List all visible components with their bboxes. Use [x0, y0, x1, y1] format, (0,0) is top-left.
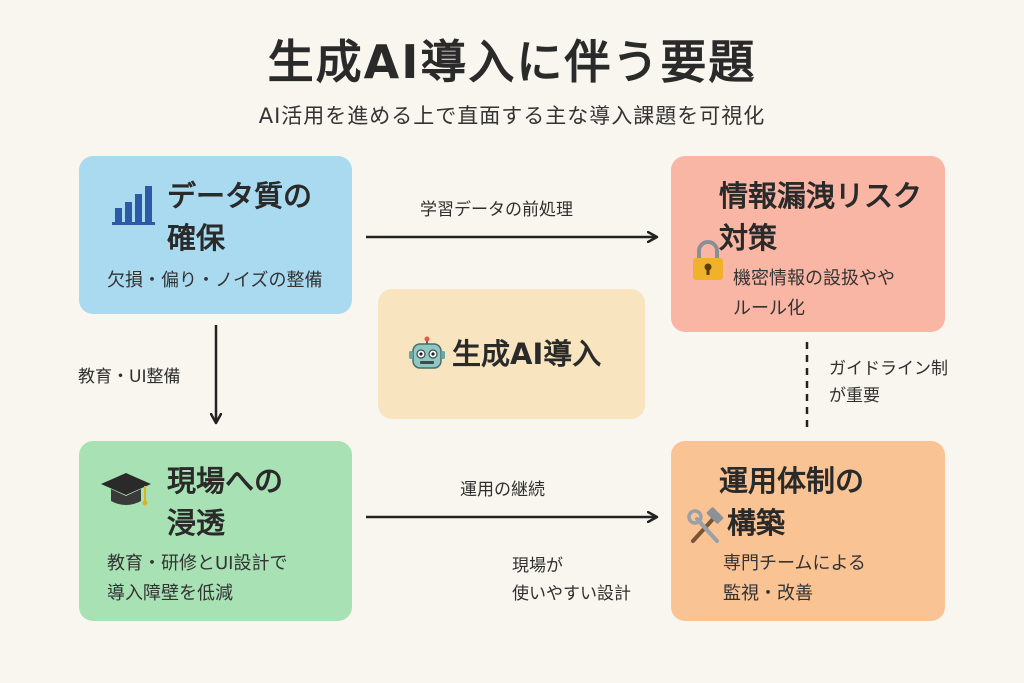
edge-label-continuation: 運用の継続: [460, 480, 545, 500]
field-adoption-desc-line2: 導入障壁を低減: [107, 583, 233, 604]
leak-risk-desc-line1: 機密情報の設扱やや: [733, 268, 895, 289]
leak-risk-title-line1: 情報漏洩リスク: [719, 179, 923, 213]
leak-risk-desc-line2: ルール化: [733, 298, 805, 319]
edge-label-guideline-line2: が重要: [829, 386, 880, 406]
bar-chart-icon: [109, 180, 157, 232]
box-data-quality: データ質の 確保 欠損・偏り・ノイズの整備: [79, 156, 352, 314]
edge-label-guideline-line1: ガイドライン制: [829, 359, 948, 379]
robot-icon: [408, 336, 446, 378]
edge-label-preprocessing: 学習データの前処理: [420, 200, 573, 220]
field-adoption-title-line2: 浸透: [167, 506, 226, 540]
page-title: 生成AI導入に伴う要題: [267, 35, 757, 89]
page-subtitle: AI活用を進める上で直面する主な導入課題を可視化: [258, 104, 766, 128]
data-quality-title-line1: データ質の: [167, 179, 313, 213]
edge-label-education: 教育・UI整備: [78, 367, 181, 387]
operation-desc-line2: 監視・改善: [723, 583, 813, 604]
operation-desc-line1: 専門チームによる: [723, 553, 866, 574]
lock-icon: [689, 240, 727, 286]
operation-title-line2: 構築: [727, 506, 786, 540]
edge-label-usable-line2: 使いやすい設計: [512, 584, 631, 604]
operation-title-line1: 運用体制の: [719, 464, 865, 498]
box-operation: 運用体制の 構築 専門チームによる 監視・改善: [671, 441, 945, 621]
center-label: 生成AI導入: [452, 337, 602, 371]
leak-risk-title-line2: 対策: [719, 221, 778, 255]
box-leak-risk: 情報漏洩リスク 対策 機密情報の設扱やや ルール化: [671, 156, 945, 332]
box-field-adoption: 現場への 浸透 教育・研修とUI設計で 導入障壁を低減: [79, 441, 352, 621]
edge-label-usable-line1: 現場が: [512, 556, 563, 576]
data-quality-title-line2: 確保: [167, 221, 226, 255]
tools-icon: [685, 507, 725, 551]
field-adoption-title-line1: 現場への: [167, 464, 284, 498]
data-quality-desc: 欠損・偏り・ノイズの整備: [107, 270, 323, 291]
field-adoption-desc-line1: 教育・研修とUI設計で: [107, 553, 288, 574]
box-center-gen-ai: 生成AI導入: [378, 289, 645, 419]
graduation-cap-icon: [99, 469, 153, 517]
